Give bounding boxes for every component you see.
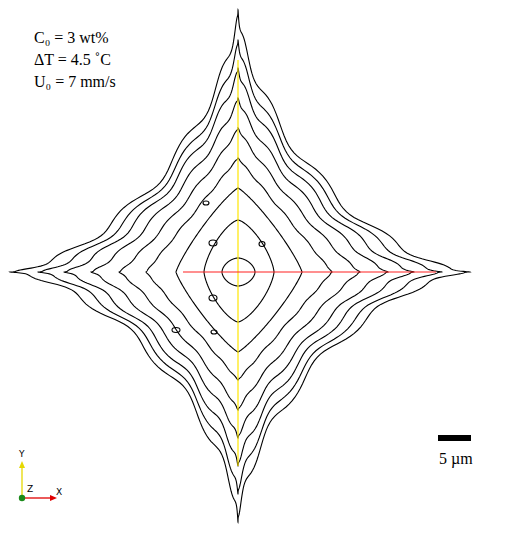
- solid-liquid-contour: [91, 98, 388, 438]
- undercooling-label: ΔT = 4.5 ˚C: [34, 52, 111, 68]
- liquid-pocket: [209, 295, 217, 301]
- scale-bar: [438, 435, 471, 441]
- liquid-pocket: [203, 201, 209, 205]
- solid-liquid-contour: [38, 40, 442, 494]
- horizontal-probe-line: [183, 271, 436, 272]
- solid-liquid-contour: [204, 220, 274, 322]
- solid-liquid-contour: [64, 68, 414, 466]
- flow-velocity-label: U₀ = 7 mm/s: [34, 74, 116, 90]
- scale-bar-label: 5 µm: [439, 451, 473, 467]
- axis-label: Z: [27, 485, 33, 494]
- liquid-pocket: [211, 330, 217, 334]
- solid-liquid-contour: [146, 158, 332, 380]
- dendrite-contours: [10, 10, 470, 522]
- liquid-pocket: [259, 242, 265, 247]
- liquid-pocket: [172, 328, 180, 333]
- composition-label: C₀ = 3 wt%: [34, 30, 109, 46]
- solid-liquid-contour: [10, 10, 470, 522]
- axis-label: X: [56, 488, 62, 497]
- liquid-pocket: [209, 240, 217, 246]
- axis-triad: [19, 461, 57, 501]
- vertical-probe-line: [237, 60, 238, 466]
- solid-liquid-contour: [119, 128, 360, 410]
- axis-label: Y: [19, 450, 25, 459]
- solid-liquid-contour: [176, 188, 302, 352]
